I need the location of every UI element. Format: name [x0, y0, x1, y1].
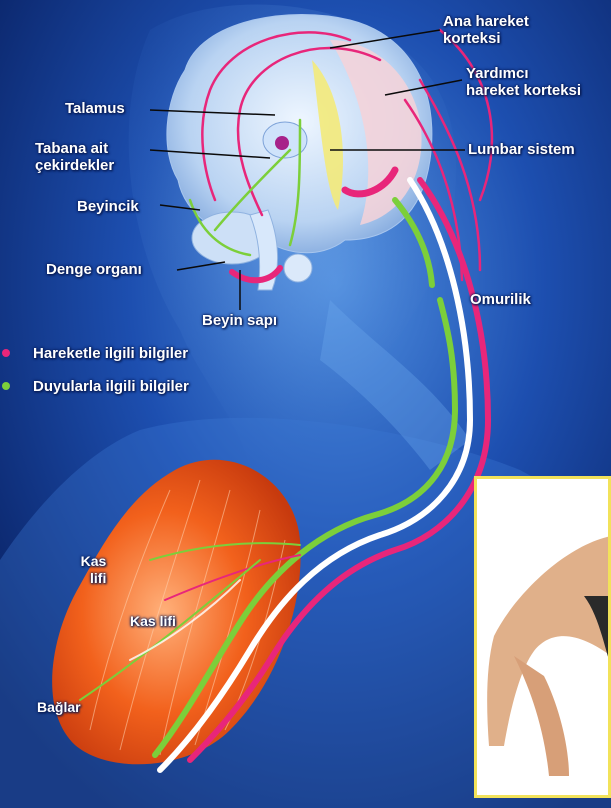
leader-lines: [0, 0, 611, 808]
